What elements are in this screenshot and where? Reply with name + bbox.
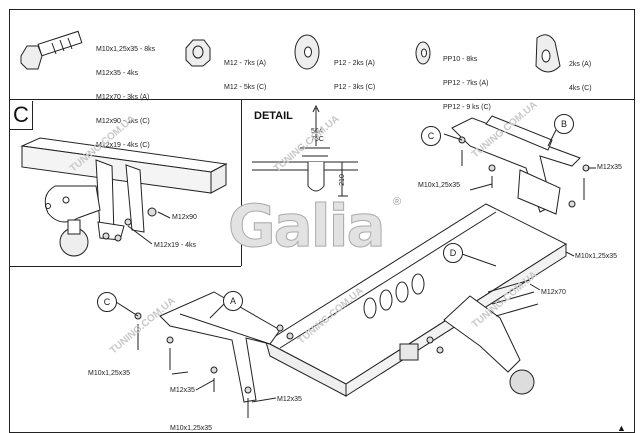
spring-washer-icon bbox=[415, 41, 431, 65]
detail-dim-56a: 56A bbox=[311, 128, 324, 135]
callout-c-right: C bbox=[421, 126, 441, 146]
label-m10-right-top: M10x1,25x35 bbox=[418, 182, 461, 189]
bolt-quantities: M10x1,25x35 - 8ks M12x35 - 4ks M12x70 - … bbox=[96, 30, 155, 158]
section-letter: C bbox=[10, 101, 33, 130]
section-divider-horizontal bbox=[9, 266, 241, 267]
detail-view bbox=[252, 104, 358, 197]
washer-qty-0: P12 - 2ks (A) bbox=[334, 60, 375, 67]
spring-washer-qty-2: PP12 - 9 ks (C) bbox=[443, 104, 491, 111]
bolt-qty-0: M10x1,25x35 - 8ks bbox=[96, 46, 156, 53]
section-c-view bbox=[20, 137, 228, 257]
parts-list-row bbox=[9, 9, 635, 100]
label-m12x70: M12x70 bbox=[541, 289, 566, 296]
washer-quantities: P12 - 2ks (A) P12 - 3ks (C) bbox=[334, 44, 375, 100]
label-m10-left: M10x1,25x35 bbox=[88, 370, 131, 377]
galia-logo: Galia bbox=[228, 192, 387, 261]
callout-d: D bbox=[443, 243, 463, 263]
nut-qty-1: M12 - 5ks (C) bbox=[224, 84, 267, 91]
callout-b: B bbox=[554, 114, 574, 134]
washer-qty-1: P12 - 3ks (C) bbox=[334, 84, 376, 91]
bolt-qty-4: M12x19 - 4ks (C) bbox=[96, 142, 150, 149]
spacer-qty-1: 4ks (C) bbox=[569, 85, 592, 92]
label-m12x35-center: M12x35 bbox=[277, 396, 302, 403]
detail-title: DETAIL bbox=[254, 110, 293, 122]
washer-icon bbox=[294, 34, 320, 70]
spring-washer-qty-0: PP10 - 8ks bbox=[443, 56, 478, 63]
registered-mark: ® bbox=[393, 196, 402, 208]
spacer-icon bbox=[535, 34, 561, 73]
label-m10-right-mid: M10x1,25x35 bbox=[575, 253, 618, 260]
label-m10-bottom: M10x1,25x35 bbox=[170, 425, 213, 432]
spacer-qty-0: 2ks (A) bbox=[569, 61, 592, 68]
bolt-icon bbox=[20, 30, 83, 70]
detail-dim-78c: 78C bbox=[311, 136, 324, 143]
callout-a: A bbox=[223, 291, 243, 311]
bolt-qty-1: M12x35 - 4ks bbox=[96, 70, 139, 77]
main-assembly bbox=[115, 115, 596, 418]
section-label-m12x90: M12x90 bbox=[172, 214, 197, 221]
spring-washer-qty-1: PP12 - 7ks (A) bbox=[443, 80, 489, 87]
up-arrow-icon: ▲ bbox=[617, 423, 626, 433]
label-m12x35-left: M12x35 bbox=[170, 387, 195, 394]
spacer-quantities: 2ks (A) 4ks (C) bbox=[569, 45, 592, 101]
spring-washer-quantities: PP10 - 8ks PP12 - 7ks (A) PP12 - 9 ks (C… bbox=[443, 40, 491, 120]
section-divider-vertical bbox=[241, 100, 242, 266]
nut-quantities: M12 - 7ks (A) M12 - 5ks (C) bbox=[224, 44, 266, 100]
callout-c-left: C bbox=[97, 292, 117, 312]
bolt-qty-2: M12x70 - 3ks (A) bbox=[96, 94, 150, 101]
label-m12x35-right: M12x35 bbox=[597, 164, 622, 171]
nut-qty-0: M12 - 7ks (A) bbox=[224, 60, 267, 67]
detail-dim-210: 210 bbox=[338, 174, 346, 186]
section-label-m12x19: M12x19 - 4ks bbox=[154, 242, 197, 249]
bolt-qty-3: M12x90 - 1ks (C) bbox=[96, 118, 150, 125]
nut-icon bbox=[185, 39, 211, 67]
